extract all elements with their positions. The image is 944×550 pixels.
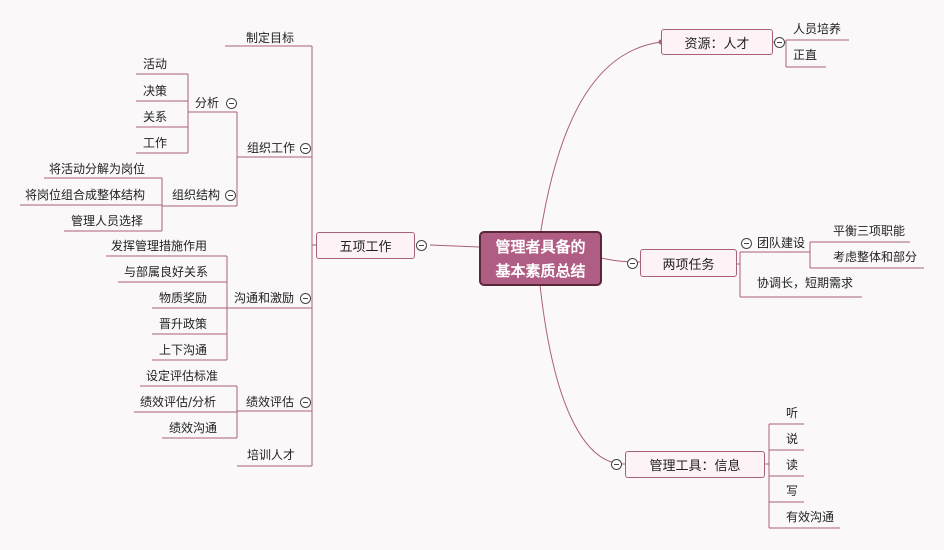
structure-item[interactable]: 管理人员选择 <box>71 214 144 228</box>
comm-item[interactable]: 上下沟通 <box>159 343 208 357</box>
tools-node[interactable]: 管理工具：信息 <box>625 451 765 478</box>
root-node[interactable]: 管理者具备的 基本素质总结 <box>479 231 602 286</box>
resources-node[interactable]: 资源：人才 <box>661 29 773 55</box>
perf-node[interactable]: 绩效评估 <box>246 395 295 409</box>
tools-item[interactable]: 写 <box>786 484 799 498</box>
structure-collapse-icon[interactable] <box>225 190 236 201</box>
perf-item[interactable]: 绩效沟通 <box>169 421 218 435</box>
team-item[interactable]: 平衡三项职能 <box>833 224 906 238</box>
root-line-2: 基本素质总结 <box>495 262 586 280</box>
structure-item[interactable]: 将岗位组合成整体结构 <box>25 188 146 202</box>
comm-item[interactable]: 晋升政策 <box>159 317 208 331</box>
team-item[interactable]: 考虑整体和部分 <box>833 250 918 264</box>
org-node[interactable]: 组织工作 <box>247 141 296 155</box>
tasks-collapse-icon[interactable] <box>627 258 638 269</box>
train-node[interactable]: 培训人才 <box>247 448 296 462</box>
coord-node[interactable]: 协调长，短期需求 <box>757 276 854 290</box>
resources-item[interactable]: 人员培养 <box>793 22 842 36</box>
structure-item[interactable]: 将活动分解为岗位 <box>49 162 146 176</box>
analysis-item[interactable]: 工作 <box>143 136 168 150</box>
resources-item[interactable]: 正直 <box>793 48 818 62</box>
comm-collapse-icon[interactable] <box>300 293 311 304</box>
tools-item[interactable]: 有效沟通 <box>786 510 835 524</box>
analysis-node[interactable]: 分析 <box>195 96 220 110</box>
root-line-1: 管理者具备的 <box>495 238 586 256</box>
analysis-collapse-icon[interactable] <box>226 98 237 109</box>
perf-item[interactable]: 绩效评估/分析 <box>140 395 217 409</box>
comm-item[interactable]: 发挥管理措施作用 <box>111 239 208 253</box>
perf-item[interactable]: 设定评估标准 <box>146 369 219 383</box>
comm-item[interactable]: 与部属良好关系 <box>124 265 209 279</box>
five-works-node[interactable]: 五项工作 <box>316 232 415 259</box>
tools-item[interactable]: 听 <box>786 406 799 420</box>
tasks-node[interactable]: 两项任务 <box>640 249 737 277</box>
analysis-item[interactable]: 关系 <box>143 110 168 124</box>
comm-node[interactable]: 沟通和激励 <box>234 291 295 305</box>
tools-collapse-icon[interactable] <box>611 459 622 470</box>
resources-collapse-icon[interactable] <box>774 37 785 48</box>
five-works-collapse-icon[interactable] <box>416 240 427 251</box>
analysis-item[interactable]: 活动 <box>143 57 168 71</box>
perf-collapse-icon[interactable] <box>300 397 311 408</box>
tools-item[interactable]: 读 <box>786 458 799 472</box>
team-collapse-icon[interactable] <box>741 238 752 249</box>
team-node[interactable]: 团队建设 <box>757 236 806 250</box>
analysis-item[interactable]: 决策 <box>143 84 168 98</box>
goal-node[interactable]: 制定目标 <box>246 31 295 45</box>
tools-item[interactable]: 说 <box>786 432 799 446</box>
structure-node[interactable]: 组织结构 <box>172 188 221 202</box>
org-collapse-icon[interactable] <box>300 143 311 154</box>
comm-item[interactable]: 物质奖励 <box>159 291 208 305</box>
